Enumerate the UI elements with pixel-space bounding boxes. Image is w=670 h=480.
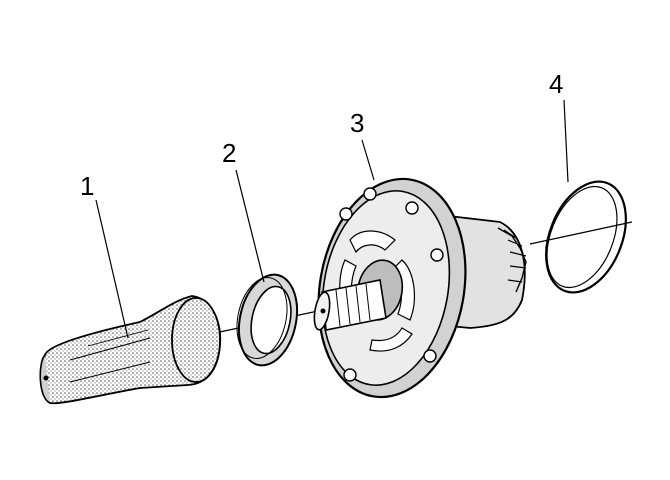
callout-3: 3: [350, 108, 364, 138]
leader-lines: [95, 99, 569, 339]
callout-2: 2: [222, 138, 236, 168]
part-4-seal-ring: [545, 180, 627, 294]
part-1-tool-adapter: [39, 295, 222, 405]
part-2-washer: [236, 273, 299, 367]
part-3-flange-assembly: [313, 177, 527, 399]
callout-1: 1: [80, 171, 94, 201]
callout-4: 4: [549, 69, 563, 99]
